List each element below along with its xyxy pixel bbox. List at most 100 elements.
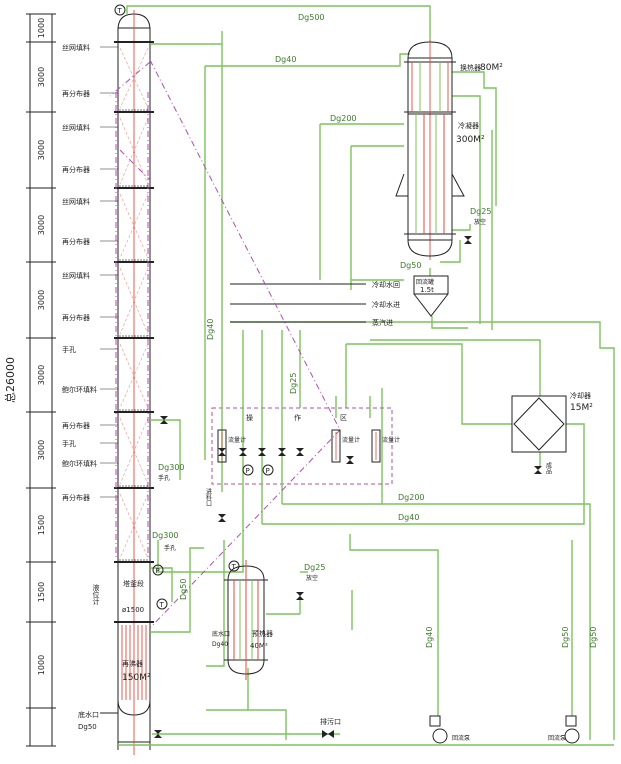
pipe-dg40-pump1-label: Dg40: [425, 627, 434, 648]
column-label: 再分布器: [62, 165, 90, 174]
diameter-label: ø1500: [122, 606, 144, 614]
reflux-tank-vol-label: 1.5t: [420, 286, 434, 294]
product-cooler: 冷却器 15M² 成品: [511, 391, 593, 475]
drain-valve: 排污口: [320, 717, 341, 738]
dimension-group: 1000300030003000300030003000150015001000…: [3, 13, 56, 747]
pipe-dg25-mid-label: Dg25: [289, 373, 298, 394]
dimension-segment-label: 3000: [37, 215, 46, 235]
vent-label: 放空: [474, 218, 486, 226]
column-label: 再分布器: [62, 237, 90, 246]
cooling-water-in-label: 冷却水进: [372, 300, 400, 309]
column-label: 鲍尔环填料: [62, 459, 97, 468]
handhole-b-label: 手孔: [164, 544, 176, 552]
valve-group: [154, 236, 542, 738]
pipe-dg200-bottom-label: Dg200: [398, 493, 425, 502]
cooler-label: 冷却器: [570, 391, 591, 400]
preheater-drain-pipe-label: Dg40: [212, 641, 228, 648]
reflux-tank-label: 回流罐: [416, 278, 434, 286]
dimension-segment-label: 3000: [37, 67, 46, 87]
column-section-labels: 丝网填料再分布器丝网填料再分布器丝网填料再分布器丝网填料再分布器手孔鲍尔环填料再…: [62, 43, 118, 502]
pipe-dg200-top-label: Dg200: [330, 114, 357, 123]
flowmeter: [371, 429, 381, 463]
flowmeter-label: 流量计: [228, 436, 246, 444]
hx-top-label: 换热器: [460, 63, 481, 72]
valve-icon: [464, 240, 472, 244]
flowmeter: [331, 429, 341, 463]
preheater-temp-label: T: [231, 563, 237, 571]
column-bottom-labels: 液位计 ø1500 塔釜段 再沸器 150M² 底水口 Dg50: [78, 579, 151, 731]
pipe-dg40-mid-label: Dg40: [206, 319, 215, 340]
column-label: 再分布器: [62, 493, 90, 502]
product-label: 成品: [545, 461, 552, 475]
total-height-label: 总26000: [3, 357, 17, 403]
pump2-label: 回流泵: [548, 734, 566, 742]
pump1-label: 回流泵: [452, 734, 470, 742]
column-label: 手孔: [62, 439, 76, 448]
column-label: 再分布器: [62, 89, 90, 98]
pump-1: 回流泵: [429, 715, 470, 744]
pipe-labels: Dg500 Dg40 Dg200 Dg25 放空 Dg50 Dg40 Dg25 …: [152, 13, 598, 648]
column-temp-label: T: [159, 601, 165, 609]
preheat-vent-label: 放空: [306, 574, 318, 582]
preheater-drain-label: 底水口: [212, 630, 230, 638]
pipe-dg25-vent-label: Dg25: [470, 207, 491, 216]
dimension-segment-label: 3000: [37, 365, 46, 385]
column-label: 鲍尔环填料: [62, 385, 97, 394]
pump-2: 回流泵: [548, 715, 580, 744]
pipe-dg50b-label: Dg50: [589, 627, 598, 648]
pressure-gauge-1-label: P: [246, 467, 250, 475]
feed-inlet-label: 进料口: [205, 487, 212, 507]
pipe-dg25-preheat-label: Dg25: [304, 563, 325, 572]
op-label-0: 操: [246, 413, 253, 422]
pipe-dg40-bottom-label: Dg40: [398, 513, 419, 522]
dimension-segment-label: 1500: [37, 515, 46, 535]
distillation-column: T: [114, 4, 154, 755]
dimension-segment-label: 1000: [37, 18, 46, 38]
flowmeter-label: 流量计: [342, 436, 360, 444]
reboiler-label: 再沸器: [122, 659, 143, 668]
pipe-dg50-tank-label: Dg50: [400, 261, 421, 270]
reboiler-tubes: [121, 625, 147, 700]
dashed-flow-lines: [109, 59, 341, 629]
pipe-dg300-a-label: Dg300: [158, 463, 185, 472]
handhole-a-label: 手孔: [158, 474, 170, 482]
valve-icon: [239, 452, 247, 456]
valve-icon: [160, 420, 168, 424]
pipe-dg40-top-label: Dg40: [275, 55, 296, 64]
column-label: 丝网填料: [62, 123, 90, 132]
reboiler-area-label: 150M²: [122, 673, 151, 683]
column-label: 手孔: [62, 345, 76, 354]
dimension-segment-label: 1000: [37, 655, 46, 675]
valve-icon: [278, 452, 286, 456]
valve-icon: [218, 518, 226, 522]
bottom-drain-pipe-label: Dg50: [78, 723, 97, 731]
operation-area-box: [211, 407, 393, 485]
column-label: 丝网填料: [62, 197, 90, 206]
column-label: 丝网填料: [62, 43, 90, 52]
tower-section-label: 塔釜段: [123, 579, 144, 588]
pipework: [118, 5, 615, 746]
flowmeter-group: 流量计 流量计 流量计: [217, 429, 400, 463]
condenser-label: 冷凝器: [458, 121, 479, 130]
pipe-dg500-label: Dg500: [298, 13, 325, 22]
condenser-area-label: 300M²: [456, 135, 485, 145]
op-label-1: 作: [294, 413, 301, 422]
utility-lines: 冷却水回 冷却水进 蒸汽进: [230, 280, 400, 327]
column-label: 丝网填料: [62, 271, 90, 280]
steam-in-label: 蒸汽进: [372, 318, 393, 327]
drain-bottom-label: 排污口: [320, 717, 341, 726]
op-label-2: 区: [340, 414, 347, 422]
top-temp-label: T: [117, 7, 123, 15]
hx-top-area-label: 80M²: [480, 63, 503, 73]
cooling-water-return-label: 冷却水回: [372, 280, 400, 289]
flowmeter-label: 流量计: [382, 436, 400, 444]
reflux-tank: 回流罐 1.5t: [413, 275, 449, 317]
liquid-level-label: 液位计: [92, 583, 100, 606]
preheater: T 预热器 40M² 底水口 Dg40: [212, 560, 273, 680]
dimension-segment-label: 1500: [37, 582, 46, 602]
pressure-gauge-2-label: P: [266, 467, 270, 475]
dimension-segment-label: 3000: [37, 290, 46, 310]
valve-icon: [296, 596, 304, 600]
condenser: 冷凝器 300M²: [395, 113, 485, 257]
